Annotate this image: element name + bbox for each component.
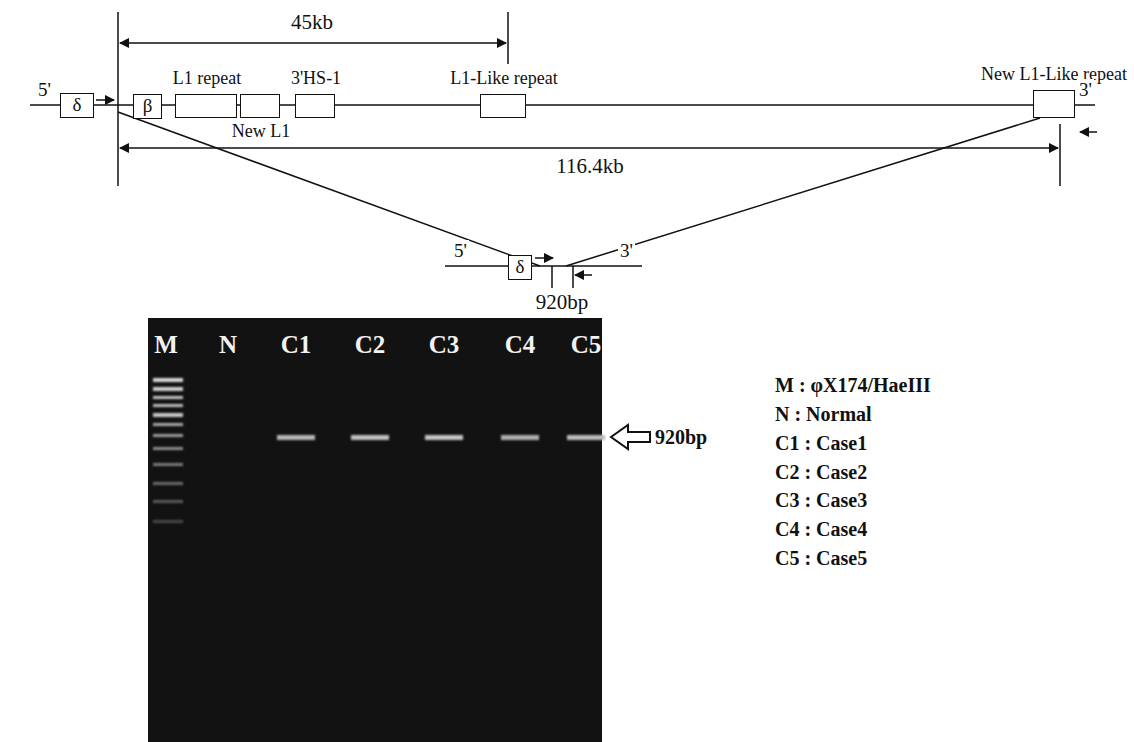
- primer-arrow: [535, 257, 553, 259]
- dimension-line: [120, 42, 506, 44]
- repeat-box: L1 repeat: [175, 94, 237, 118]
- boundary-line: [507, 12, 509, 64]
- delta-gene-box: δ: [508, 255, 532, 280]
- key-entry: C2 : Case2: [775, 460, 867, 484]
- deletion-line: [566, 118, 1040, 266]
- lane-label: C3: [429, 330, 460, 360]
- lane-label: N: [219, 330, 237, 360]
- delta-gene-box: δ: [60, 93, 94, 118]
- key-entry: C1 : Case1: [775, 431, 867, 455]
- hypersensitive-site-box: 3'HS-1: [295, 94, 335, 118]
- end-label: 3': [618, 240, 635, 263]
- band-size-label: 920bp: [655, 425, 707, 449]
- key-entry: C4 : Case4: [775, 517, 867, 541]
- size-label: 920bp: [533, 290, 592, 315]
- key-entry: N : Normal: [775, 402, 872, 426]
- boundary-line: [1059, 124, 1061, 186]
- lane-label: C4: [505, 330, 536, 360]
- dimension-label: 45kb: [288, 10, 336, 35]
- repeat-box: New L1-Like repeat: [1033, 90, 1075, 118]
- key-entry: C5 : Case5: [775, 546, 867, 570]
- junction-line: [445, 265, 642, 267]
- lane-label: C2: [355, 330, 386, 360]
- lane-label: C5: [571, 330, 602, 360]
- tick-mark: [572, 266, 574, 288]
- ladder-bands: [153, 378, 183, 523]
- band-arrow: [611, 425, 650, 449]
- region-label: 3'HS-1: [289, 68, 343, 89]
- sample-bands: [277, 435, 605, 440]
- region-label: L1-Like repeat: [448, 68, 559, 89]
- end-label: 5': [452, 240, 469, 263]
- lane-label: M: [154, 330, 178, 360]
- end-label: 3': [1077, 79, 1094, 102]
- boundary-line: [117, 12, 119, 186]
- key-entry: C3 : Case3: [775, 488, 867, 512]
- gel-image: [148, 318, 602, 742]
- primer-arrow: [575, 274, 592, 276]
- key-entry: M : φX174/HaeIII: [775, 373, 931, 397]
- primer-arrow: [96, 99, 114, 101]
- region-label: L1 repeat: [171, 68, 243, 89]
- gene-label: δ: [73, 95, 82, 116]
- gene-label: β: [143, 96, 153, 117]
- deletion-line: [118, 112, 540, 266]
- dimension-label: 116.4kb: [553, 154, 626, 179]
- dimension-line: [120, 147, 1058, 149]
- lane-label: C1: [281, 330, 312, 360]
- region-label: New L1: [230, 121, 292, 142]
- gene-label: δ: [516, 257, 525, 278]
- tick-mark: [551, 266, 553, 288]
- primer-arrow: [1080, 131, 1097, 133]
- repeat-box: L1-Like repeat: [480, 94, 526, 118]
- region-label: New L1-Like repeat: [979, 64, 1129, 85]
- end-label: 5': [36, 79, 53, 102]
- repeat-box: New L1: [240, 94, 280, 118]
- beta-gene-box: β: [133, 94, 162, 119]
